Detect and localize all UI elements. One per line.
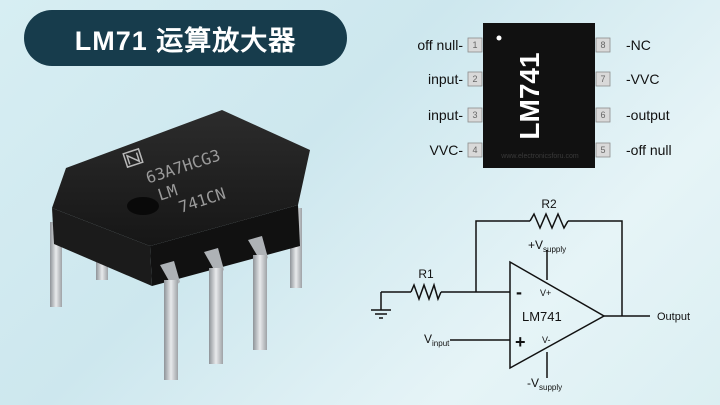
pin-label-2: input- — [428, 71, 463, 87]
pinout-watermark: www.electronicsforu.com — [500, 153, 579, 160]
pinout-chip-body — [483, 23, 595, 168]
pinout-diagram: LM741 www.electronicsforu.com 1 2 3 4 8 … — [417, 23, 672, 168]
pin-number-7: 7 — [600, 74, 605, 84]
pin-label-4: VVC- — [430, 142, 464, 158]
pin-number-5: 5 — [600, 145, 605, 155]
pin-label-3: input- — [428, 107, 463, 123]
resistor-r1 — [410, 282, 442, 302]
pinout-chip-label: LM741 — [514, 52, 545, 139]
inverting-sign: - — [516, 282, 522, 302]
opamp-circuit — [371, 212, 650, 378]
chip-photo: 63A7HCG3 LM 741CN — [50, 110, 310, 380]
noninverting-sign: + — [515, 332, 526, 352]
pin-number-1: 1 — [472, 40, 477, 50]
pinout-notch-icon — [496, 35, 502, 41]
supply-positive-label: +Vsupply — [528, 238, 566, 254]
pin-label-6: -output — [626, 107, 670, 123]
pin-number-4: 4 — [472, 145, 477, 155]
vplus-pin-label: V+ — [540, 288, 551, 298]
pin-number-6: 6 — [600, 110, 605, 120]
pin-label-1: off null- — [417, 37, 463, 53]
opamp-triangle — [509, 260, 606, 370]
page-title: LM71 运算放大器 — [24, 10, 347, 66]
chip-body-top — [52, 110, 310, 246]
pin-label-5: -off null — [626, 142, 672, 158]
pin-number-8: 8 — [600, 40, 605, 50]
resistor-r2 — [529, 212, 569, 230]
ground-icon — [371, 309, 391, 319]
r2-label: R2 — [541, 197, 557, 211]
opamp-label: LM741 — [522, 309, 562, 324]
r1-label: R1 — [418, 267, 434, 281]
pin-label-8: -NC — [626, 37, 651, 53]
supply-negative-label: -Vsupply — [527, 376, 562, 392]
vinput-label: Vinput — [424, 332, 450, 348]
output-label: Output — [657, 311, 690, 323]
pin-number-2: 2 — [472, 74, 477, 84]
circuit-labels: R2 R1 - + V+ V- LM741 Output +Vsupply -V… — [418, 197, 690, 392]
pin-label-7: -VVC — [626, 71, 659, 87]
manufacturer-logo-icon — [122, 147, 144, 169]
chip-front-pins — [160, 236, 268, 380]
pin-number-3: 3 — [472, 110, 477, 120]
pin1-dot-icon — [127, 197, 159, 215]
vminus-pin-label: V- — [542, 335, 551, 345]
